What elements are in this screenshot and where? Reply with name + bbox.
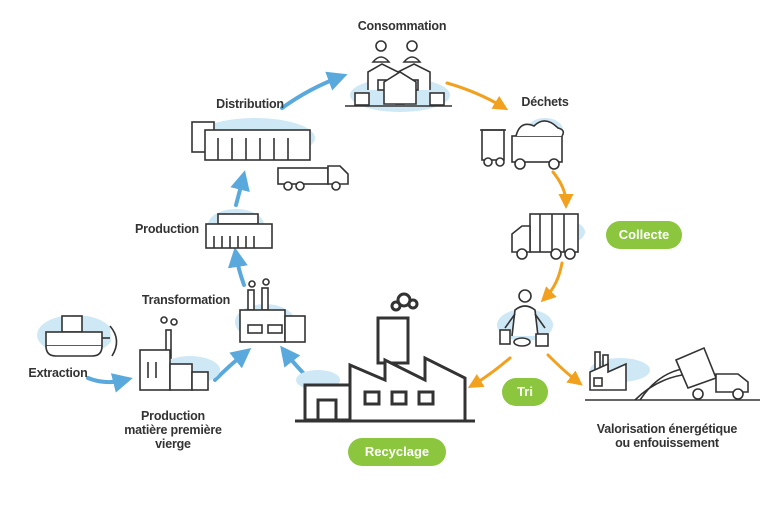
arrow-matiere-to-transformation bbox=[213, 348, 252, 382]
bulldozer-icon bbox=[37, 315, 118, 357]
label-transformation: Transformation bbox=[141, 293, 231, 307]
label-valorisation-line1: Valorisation énergétique bbox=[596, 422, 738, 436]
arrow-collecte-to-tri bbox=[540, 261, 564, 303]
arrow-tri-to-recyclage bbox=[467, 356, 512, 389]
label-consommation: Consommation bbox=[357, 19, 447, 33]
arrow-distribution-to-consommation bbox=[280, 71, 348, 110]
garbage-truck-icon bbox=[511, 213, 585, 260]
arrow-tri-to-valorisation bbox=[546, 353, 583, 386]
label-dechets: Déchets bbox=[521, 95, 569, 109]
label-valorisation: Valorisation énergétique ou enfouissemen… bbox=[596, 422, 738, 450]
pill-recyclage: Recyclage bbox=[348, 438, 446, 466]
landfill-truck-icon bbox=[585, 346, 760, 401]
pill-collecte: Collecte bbox=[606, 221, 682, 249]
pill-tri: Tri bbox=[502, 378, 548, 406]
label-matiere-line1: Production bbox=[141, 409, 205, 423]
transformation-factory-icon bbox=[235, 278, 306, 343]
arrow-production-to-distribution bbox=[230, 170, 250, 207]
sorting-person-icon bbox=[497, 289, 553, 347]
label-matiere-line3: vierge bbox=[155, 437, 191, 451]
distribution-warehouse-icon bbox=[191, 118, 349, 191]
recycling-factory-icon bbox=[295, 292, 475, 423]
label-matiere-line2: matière première bbox=[124, 423, 222, 437]
arrow-transformation-to-production bbox=[227, 247, 248, 287]
label-distribution: Distribution bbox=[216, 97, 284, 111]
raw-material-plant-icon bbox=[139, 316, 220, 391]
arrow-consommation-to-dechets bbox=[445, 81, 509, 111]
label-production: Production bbox=[135, 222, 199, 236]
consumers-house-icon bbox=[345, 40, 452, 112]
arrow-dechets-to-collecte bbox=[551, 170, 574, 209]
label-matiere-vierge: Production matière première vierge bbox=[124, 409, 222, 451]
arrow-extraction-to-matiere bbox=[86, 373, 133, 393]
label-extraction: Extraction bbox=[28, 366, 88, 380]
label-valorisation-line2: ou enfouissement bbox=[615, 436, 719, 450]
garbage-bins-icon bbox=[480, 118, 565, 170]
production-building-icon bbox=[205, 209, 273, 249]
